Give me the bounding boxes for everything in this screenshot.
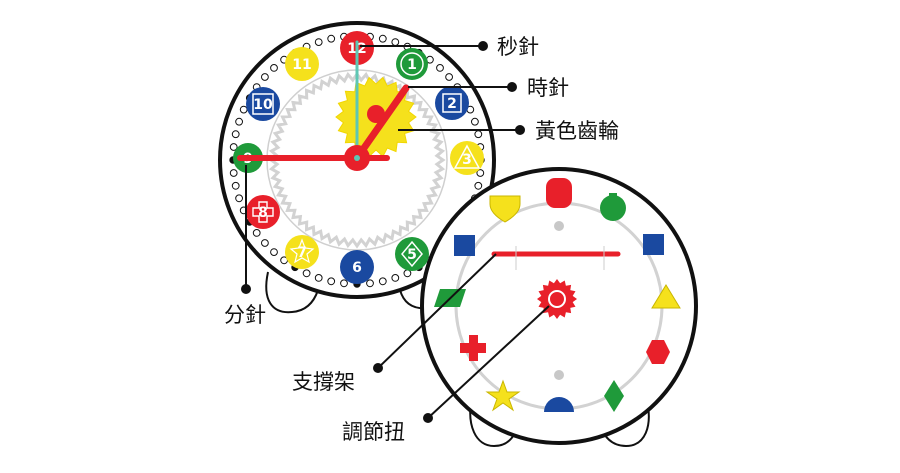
- shape-yellow-shield: [489, 195, 521, 223]
- adjustment-knob: [537, 279, 577, 319]
- minute-bead: [471, 117, 479, 126]
- label-hour-hand: 時針: [527, 76, 569, 100]
- minute-bead: [340, 279, 348, 288]
- number-8: 8: [258, 205, 268, 221]
- minute-bead: [474, 130, 483, 139]
- number-2: 2: [447, 96, 457, 112]
- callouts: [245, 45, 550, 419]
- minute-bead: [270, 64, 278, 72]
- minute-bead: [302, 269, 311, 278]
- label-second-hand: 秒針: [497, 35, 539, 59]
- back-clock: [420, 167, 698, 448]
- minute-bead: [314, 38, 323, 46]
- minute-bead: [314, 274, 323, 282]
- shape-blue-square-right: [643, 234, 664, 255]
- label-knob: 調節扭: [342, 420, 405, 444]
- callout-dot-hour-hand: [507, 82, 517, 92]
- minute-bead: [231, 181, 240, 190]
- minute-bead: [476, 169, 485, 177]
- minute-bead: [231, 130, 240, 139]
- minute-bead: [378, 277, 387, 286]
- shape-green-circle-tab: [609, 193, 617, 198]
- minute-bead: [261, 239, 269, 247]
- minute-bead: [403, 269, 412, 278]
- minute-bead: [327, 34, 336, 43]
- number-badge-10: 10: [246, 87, 280, 121]
- number-badge-6: 6: [340, 250, 374, 284]
- number-badge-1: 1: [396, 48, 428, 80]
- minute-bead: [327, 277, 336, 286]
- minute-bead: [229, 169, 238, 177]
- shape-yellow-triangle: [651, 284, 681, 309]
- number-badge-11: 11: [285, 47, 319, 81]
- minute-bead: [436, 64, 444, 72]
- label-yellow-gear: 黃色齒輪: [535, 119, 619, 143]
- number-badge-3: 3: [450, 141, 484, 175]
- shape-green-diamond: [604, 380, 624, 412]
- minute-bead: [445, 73, 454, 81]
- shape-yellow-star: [485, 379, 521, 412]
- front-clock-left-foot: [265, 271, 319, 314]
- shape-red-cross: [460, 335, 486, 361]
- shape-blue-square-left: [454, 235, 475, 256]
- center-pin: [354, 155, 360, 161]
- minute-bead: [229, 143, 238, 151]
- label-minute-hand: 分針: [224, 303, 266, 327]
- adjustment-knob-center: [548, 290, 566, 308]
- number-badge-8: 8: [246, 195, 280, 229]
- hour-hand-joint: [367, 105, 385, 123]
- minute-bead: [366, 279, 374, 288]
- back-clock-peg-bottom: [554, 370, 564, 380]
- callout-dot-yellow-gear: [515, 125, 525, 135]
- number-10: 10: [253, 97, 273, 113]
- hour-hand: [353, 84, 410, 162]
- callout-dot-second-hand: [478, 41, 488, 51]
- number-3: 3: [462, 152, 472, 168]
- number-11: 11: [292, 57, 311, 73]
- back-clock-peg-top: [554, 221, 564, 231]
- minute-bead: [239, 105, 248, 114]
- number-1: 1: [407, 57, 417, 73]
- label-stand: 支撐架: [292, 370, 355, 394]
- number-7: 7: [297, 245, 307, 261]
- minute-bead: [391, 274, 400, 282]
- minute-bead: [391, 38, 400, 46]
- shape-green-circle: [600, 195, 626, 221]
- callout-dot-minute-hand: [241, 284, 251, 294]
- minute-bead: [270, 248, 278, 257]
- shape-red-rounded-rect: [546, 178, 572, 208]
- minute-bead: [235, 117, 244, 126]
- minute-bead: [474, 181, 483, 190]
- number-badge-7: 7: [285, 235, 319, 269]
- callout-line-knob: [427, 305, 550, 419]
- minute-bead: [252, 229, 261, 237]
- number-badge-5: 5: [395, 237, 429, 271]
- minute-bead: [261, 73, 269, 81]
- callout-line-stand: [377, 253, 497, 369]
- number-badge-2: 2: [435, 86, 469, 120]
- callout-dots: [241, 41, 525, 423]
- number-5: 5: [407, 247, 417, 263]
- shape-red-hexagon: [646, 340, 670, 364]
- number-6: 6: [352, 260, 362, 276]
- front-clock: 12 1 2 3 5 6 7: [218, 21, 496, 314]
- shape-blue-half-circle: [544, 397, 574, 412]
- minute-bead: [235, 194, 244, 203]
- stand-bar-marks: [515, 246, 605, 270]
- minute-bead: [378, 34, 387, 43]
- callout-dot-stand: [373, 363, 383, 373]
- callout-dot-knob: [423, 413, 433, 423]
